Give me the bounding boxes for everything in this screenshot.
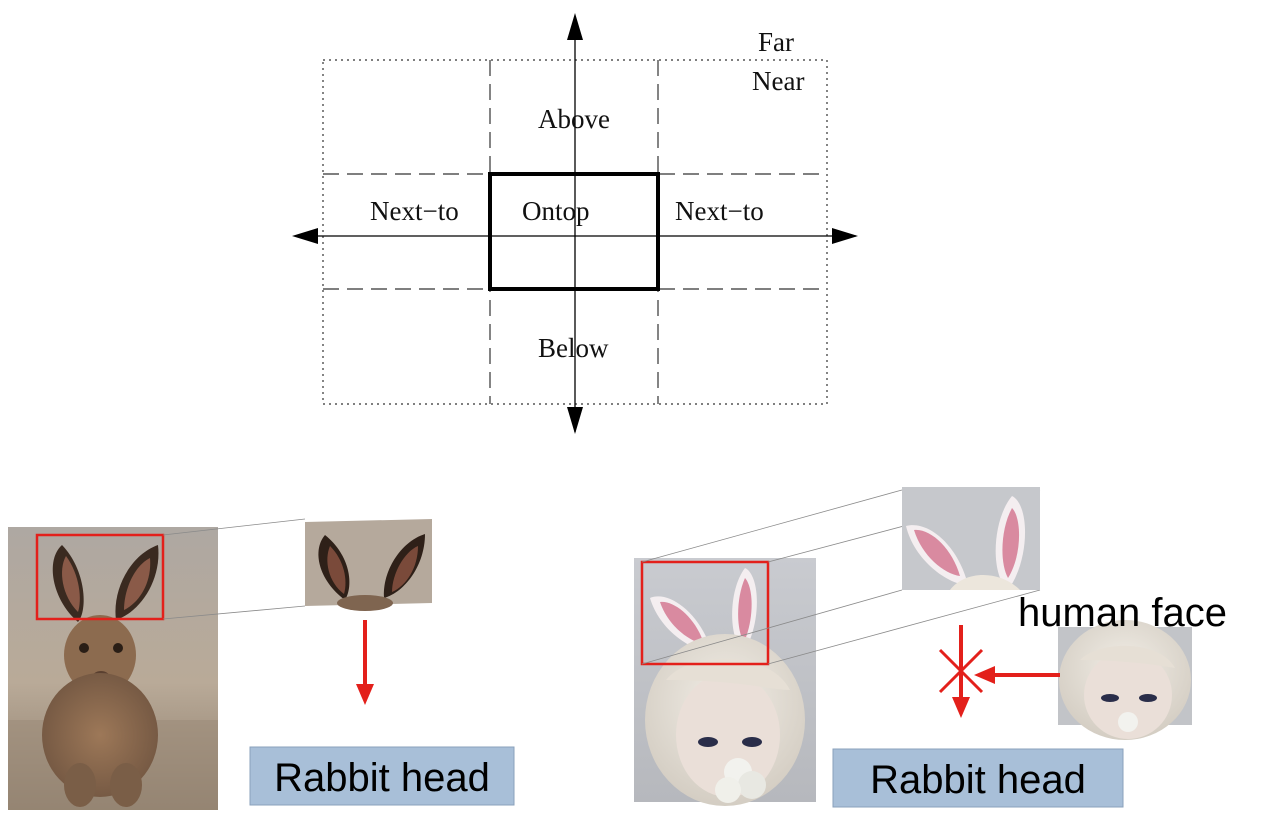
axis-arrow-up [567, 13, 583, 40]
inference-arrow-right-head [952, 697, 970, 718]
label-near: Near [752, 66, 804, 96]
label-far: Far [758, 27, 794, 57]
zoom-line-right-3 [641, 589, 903, 665]
zoom-line-top [162, 518, 306, 536]
result-label-right: Rabbit head [870, 758, 1086, 802]
label-ontop: Ontop [522, 196, 590, 226]
context-label-human-face: human face [1018, 591, 1227, 635]
zoom-line-bottom [162, 605, 306, 620]
label-below: Below [538, 333, 609, 363]
girl-photo [634, 558, 816, 806]
object-box [488, 172, 660, 291]
zoom-line-right-4 [767, 589, 1041, 665]
right-example: human face Rabbit head [634, 487, 1227, 808]
inference-arrow-left-head [356, 684, 374, 705]
hare-ears-crop [305, 519, 432, 611]
zoom-line-right-1 [641, 489, 903, 563]
hare-ears-detection-box [35, 533, 165, 621]
result-label-right-box [832, 748, 1124, 808]
label-next-to-left: Next−to [370, 196, 459, 226]
label-above: Above [538, 104, 610, 134]
context-arrow-head [974, 666, 995, 684]
label-next-to-right: Next−to [675, 196, 764, 226]
suppression-cross-icon [938, 648, 984, 694]
result-label-left-box [249, 746, 515, 806]
axis-arrow-down [567, 407, 583, 434]
bunny-ears-crop [902, 487, 1040, 590]
bunny-ears-detection-box [640, 560, 770, 666]
left-example: Rabbit head [8, 518, 515, 810]
result-label-left: Rabbit head [274, 756, 490, 800]
hare-photo [8, 527, 218, 810]
axis-arrow-left [292, 228, 318, 244]
axis-arrow-right [832, 228, 858, 244]
human-face-crop [1058, 620, 1192, 740]
spatial-relation-diagram: Far Near Above Ontop Next−to Next−to Bel… [292, 13, 858, 434]
